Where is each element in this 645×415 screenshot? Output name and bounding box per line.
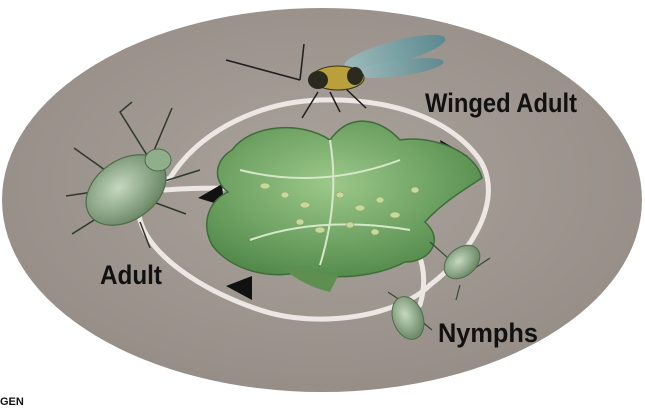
nymphs-label: Nymphs bbox=[438, 318, 538, 348]
winged-adult-label: Winged Adult bbox=[425, 88, 577, 118]
corner-text: GEN bbox=[0, 396, 24, 408]
adult-label: Adult bbox=[100, 260, 162, 290]
